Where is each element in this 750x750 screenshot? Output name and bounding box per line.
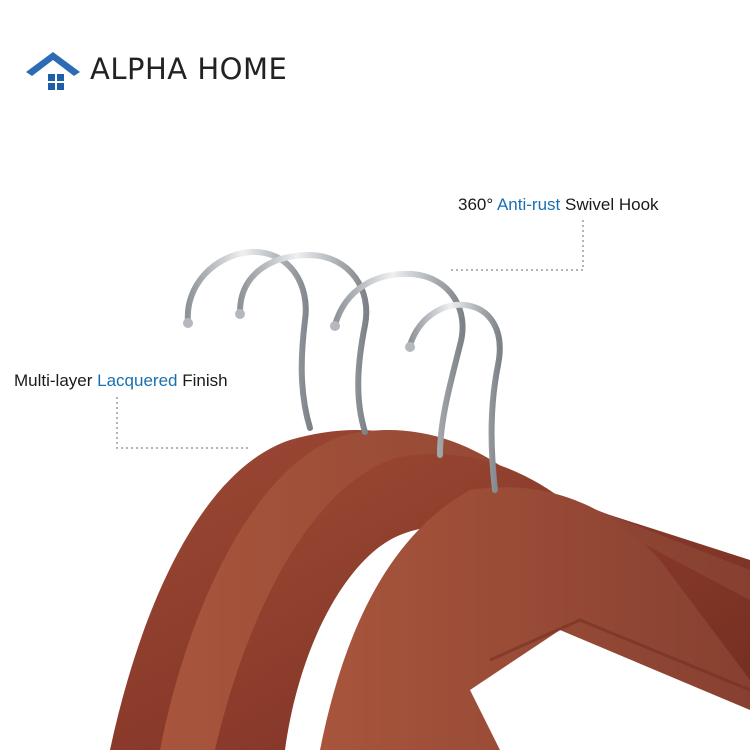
callout-leader-lines: [116, 220, 584, 449]
brand-name: ALPHA HOME: [90, 52, 288, 86]
swivel-hooks: [184, 248, 503, 493]
house-icon: [26, 52, 80, 90]
finish-callout: Multi-layer Lacquered Finish: [14, 371, 228, 391]
hook-callout-suffix: Swivel Hook: [565, 195, 659, 214]
brand-logo: ALPHA HOME: [24, 48, 287, 90]
finish-callout-highlight: Lacquered: [97, 371, 178, 390]
hook-tips: [183, 309, 415, 352]
hook-callout: 360° Anti-rust Swivel Hook: [458, 195, 659, 215]
finish-callout-suffix: Finish: [182, 371, 228, 390]
hook-callout-highlight: Anti-rust: [496, 195, 561, 214]
hook-callout-prefix: 360°: [458, 195, 494, 214]
hanger-bodies: [110, 430, 750, 750]
finish-callout-prefix: Multi-layer: [14, 371, 93, 390]
